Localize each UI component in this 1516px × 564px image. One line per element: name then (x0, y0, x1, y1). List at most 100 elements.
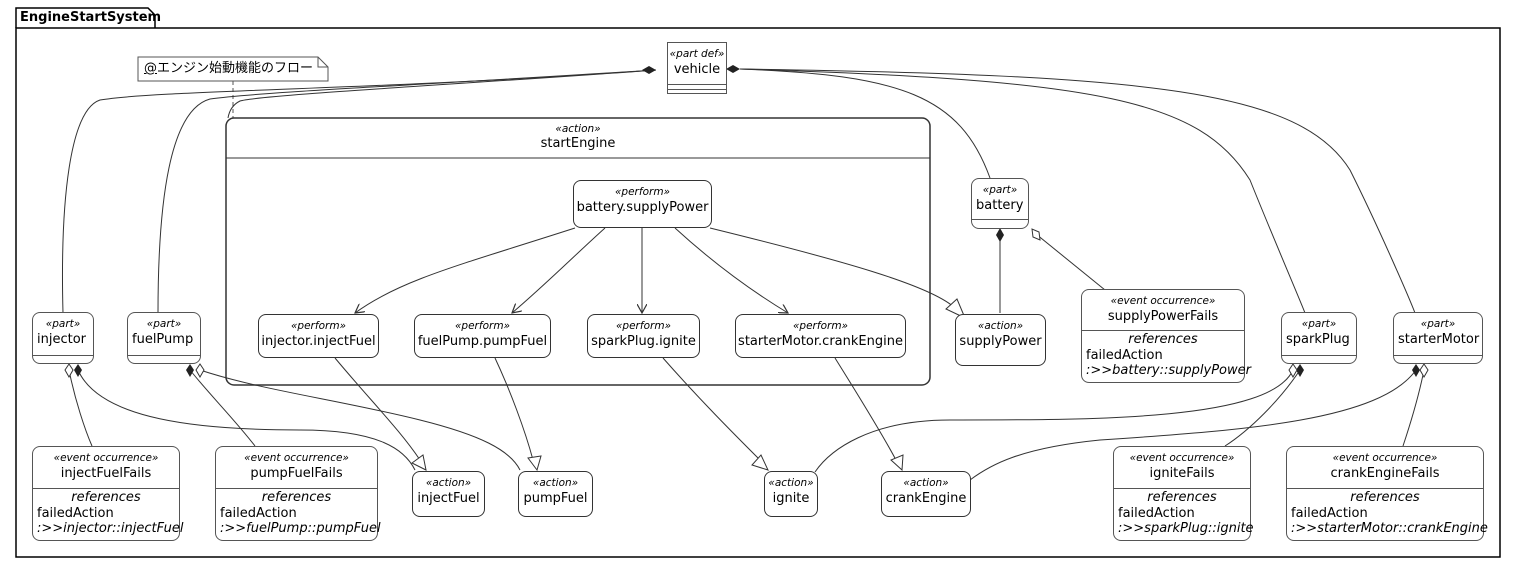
action-name: injectFuel (417, 490, 480, 506)
event-inject-fuel-fails[interactable]: «event occurrence» injectFuelFails refer… (32, 446, 183, 541)
sparkplug-links (814, 369, 1301, 473)
battery-diamond-filled (996, 228, 1004, 242)
part-name: injector (37, 331, 87, 347)
event-ignite-fails[interactable]: «event occurrence» igniteFails reference… (1113, 446, 1254, 541)
event-field: failedAction (220, 505, 297, 521)
event-stereotype: «event occurrence» (1332, 452, 1438, 464)
part-divider (1282, 355, 1356, 356)
event-name: supplyPowerFails (1107, 308, 1219, 324)
event-references-title: references (1147, 490, 1217, 505)
action-supply-power[interactable]: «action» supplyPower (955, 314, 1046, 366)
event-stereotype: «event occurrence» (53, 452, 159, 464)
event-references: references failedAction :>>fuelPump::pum… (216, 490, 381, 537)
battery-diamond-hollow (1031, 228, 1041, 241)
perform-name: injector.injectFuel (261, 333, 376, 349)
part-starter-motor[interactable]: «part» starterMotor (1393, 312, 1483, 364)
action-ignite[interactable]: «action» ignite (764, 471, 818, 517)
vehicle-diamond-left (642, 66, 656, 74)
event-references: references failedAction :>>injector::inj… (33, 490, 183, 537)
action-stereotype: «action» (903, 477, 949, 489)
part-name: starterMotor (1398, 331, 1480, 347)
sparkplug-diamond-filled (1296, 364, 1304, 377)
event-references-title: references (1350, 490, 1420, 505)
event-stereotype: «event occurrence» (1129, 452, 1235, 464)
vehicle-composition-edges (61, 68, 1416, 314)
note-text: @エンジン始動機能のフロー (144, 59, 313, 79)
event-references: references failedAction :>>starterMotor:… (1287, 490, 1488, 537)
action-crank-engine[interactable]: «action» crankEngine (881, 471, 971, 517)
event-supply-power-fails[interactable]: «event occurrence» supplyPowerFails refe… (1081, 289, 1251, 383)
part-divider (128, 355, 200, 356)
event-field: failedAction (1291, 505, 1368, 521)
perform-stereotype: «perform» (614, 186, 671, 198)
perform-name: sparkPlug.ignite (591, 333, 696, 349)
package-tab-outline (15, 7, 156, 28)
vehicle-part-def[interactable]: «part def» vehicle (667, 42, 727, 94)
action-name: supplyPower (959, 333, 1042, 349)
perform-stereotype: «perform» (615, 320, 672, 332)
fuelpump-diamond-hollow (195, 363, 205, 379)
perform-ignite[interactable]: «perform» sparkPlug.ignite (587, 314, 700, 358)
start-engine-header[interactable]: «action» startEngine (226, 122, 930, 151)
event-divider (1114, 488, 1250, 489)
injector-links (68, 369, 416, 471)
event-field: failedAction (1118, 505, 1195, 521)
action-inject-fuel[interactable]: «action» injectFuel (412, 471, 485, 517)
part-name: battery (976, 197, 1024, 213)
event-target: :>>starterMotor::crankEngine (1291, 521, 1488, 537)
startermotor-diamond-hollow (1419, 363, 1429, 379)
action-name: ignite (772, 490, 810, 506)
action-stereotype: «action» (977, 320, 1024, 332)
part-spark-plug[interactable]: «part» sparkPlug (1281, 312, 1357, 364)
vehicle-divider (668, 84, 726, 85)
perform-inject-fuel[interactable]: «perform» injector.injectFuel (258, 314, 379, 358)
part-divider (33, 355, 93, 356)
vehicle-name: vehicle (673, 61, 721, 77)
vehicle-diamond-right (726, 65, 740, 73)
note-shape (137, 56, 329, 82)
note-label: エンジン始動機能のフロー (157, 61, 314, 76)
event-references-title: references (1128, 332, 1198, 347)
vehicle-divider-2 (668, 89, 726, 90)
part-divider (1394, 355, 1482, 356)
fuelpump-links (189, 369, 521, 471)
perform-supply-power[interactable]: «perform» battery.supplyPower (573, 180, 712, 228)
perform-pump-fuel[interactable]: «perform» fuelPump.pumpFuel (414, 314, 551, 358)
vehicle-stereotype: «part def» (669, 48, 725, 60)
startermotor-links (969, 369, 1425, 481)
note-fold (317, 57, 328, 68)
perform-name: fuelPump.pumpFuel (417, 333, 548, 349)
perform-name: battery.supplyPower (576, 199, 709, 215)
event-divider (1287, 488, 1483, 489)
event-references-title: references (71, 490, 141, 505)
event-target: :>>sparkPlug::ignite (1118, 521, 1254, 537)
part-stereotype: «part» (146, 318, 182, 330)
event-stereotype: «event occurrence» (244, 452, 349, 464)
event-references: references failedAction :>>battery::supp… (1082, 332, 1251, 379)
perform-stereotype: «perform» (290, 320, 347, 332)
perform-stereotype: «perform» (454, 320, 511, 332)
part-stereotype: «part» (45, 318, 81, 330)
sparkplug-diamond-hollow (1288, 363, 1298, 379)
startermotor-diamond-filled (1412, 364, 1420, 377)
action-stereotype: «action» (425, 477, 472, 489)
part-injector[interactable]: «part» injector (32, 312, 94, 364)
event-divider (33, 488, 179, 489)
part-battery[interactable]: «part» battery (971, 178, 1029, 229)
part-stereotype: «part» (982, 184, 1018, 196)
event-name: igniteFails (1149, 465, 1215, 481)
start-engine-name: startEngine (540, 136, 616, 151)
event-crank-engine-fails[interactable]: «event occurrence» crankEngineFails refe… (1286, 446, 1488, 541)
event-pump-fuel-fails[interactable]: «event occurrence» pumpFuelFails referen… (215, 446, 381, 541)
event-divider (1082, 330, 1244, 331)
perform-crank-engine[interactable]: «perform» starterMotor.crankEngine (735, 314, 906, 358)
part-stereotype: «part» (1420, 318, 1456, 330)
action-pump-fuel[interactable]: «action» pumpFuel (518, 471, 593, 517)
event-target: :>>battery::supplyPower (1086, 363, 1251, 379)
perform-flow-edges (355, 227, 788, 313)
event-name: pumpFuelFails (250, 465, 343, 481)
injector-diamond-hollow (64, 363, 74, 379)
part-fuel-pump[interactable]: «part» fuelPump (127, 312, 201, 364)
part-name: fuelPump (132, 331, 194, 347)
perform-name: starterMotor.crankEngine (738, 333, 903, 349)
